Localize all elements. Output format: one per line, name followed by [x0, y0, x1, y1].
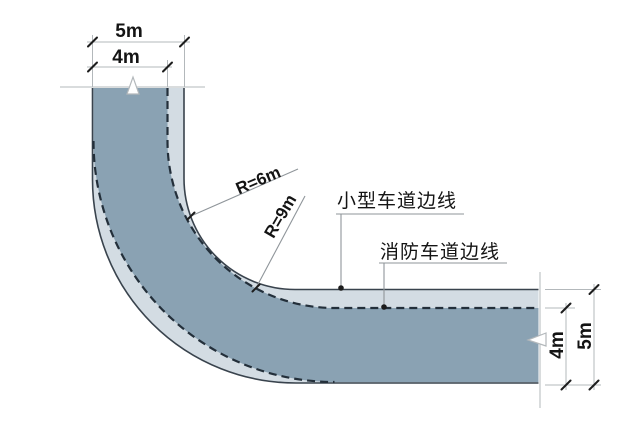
dim-tick [162, 61, 173, 73]
dim-tick [588, 284, 600, 295]
fire-lane-outer-dashed-line [92, 140, 335, 384]
road-outer-edge-line [91, 88, 539, 384]
r9-leader-line [255, 195, 306, 289]
small-lane-edge-line [183, 88, 539, 291]
r6-leader-line [190, 168, 299, 217]
dim-tick [588, 379, 600, 391]
top-fire-width-label: 4m [112, 47, 139, 68]
lane-edge-labels: 小型车道边线 消防车道边线 [336, 190, 507, 310]
r6-arrow-tick [186, 211, 196, 221]
small-lane-edge-label: 小型车道边线 [337, 190, 457, 212]
break-marks [60, 75, 547, 408]
small-lane-leader-dot [338, 285, 344, 291]
right-break-symbol [526, 332, 547, 347]
fire-lane-leader-dot [381, 304, 387, 310]
top-dimensions: 5m 4m [87, 21, 190, 87]
top-break-symbol [126, 75, 140, 95]
dim-tick [87, 36, 98, 48]
r9-arrow-tick [251, 283, 261, 293]
right-dimensions: 4m 5m [545, 284, 601, 391]
right-total-width-label: 5m [575, 322, 596, 349]
dim-tick [87, 61, 98, 73]
fire-lane-inner-dashed-line [166, 88, 539, 310]
dim-tick [560, 379, 572, 391]
fire-lane-edge-label: 消防车道边线 [380, 241, 500, 263]
road [91, 88, 539, 384]
fire-lane-surface [93, 88, 539, 382]
right-fire-width-label: 4m [547, 331, 568, 358]
dim-tick [179, 36, 190, 48]
r6-label: R=6m [233, 163, 283, 199]
dim-tick [560, 302, 572, 314]
top-total-width-label: 5m [115, 21, 142, 42]
